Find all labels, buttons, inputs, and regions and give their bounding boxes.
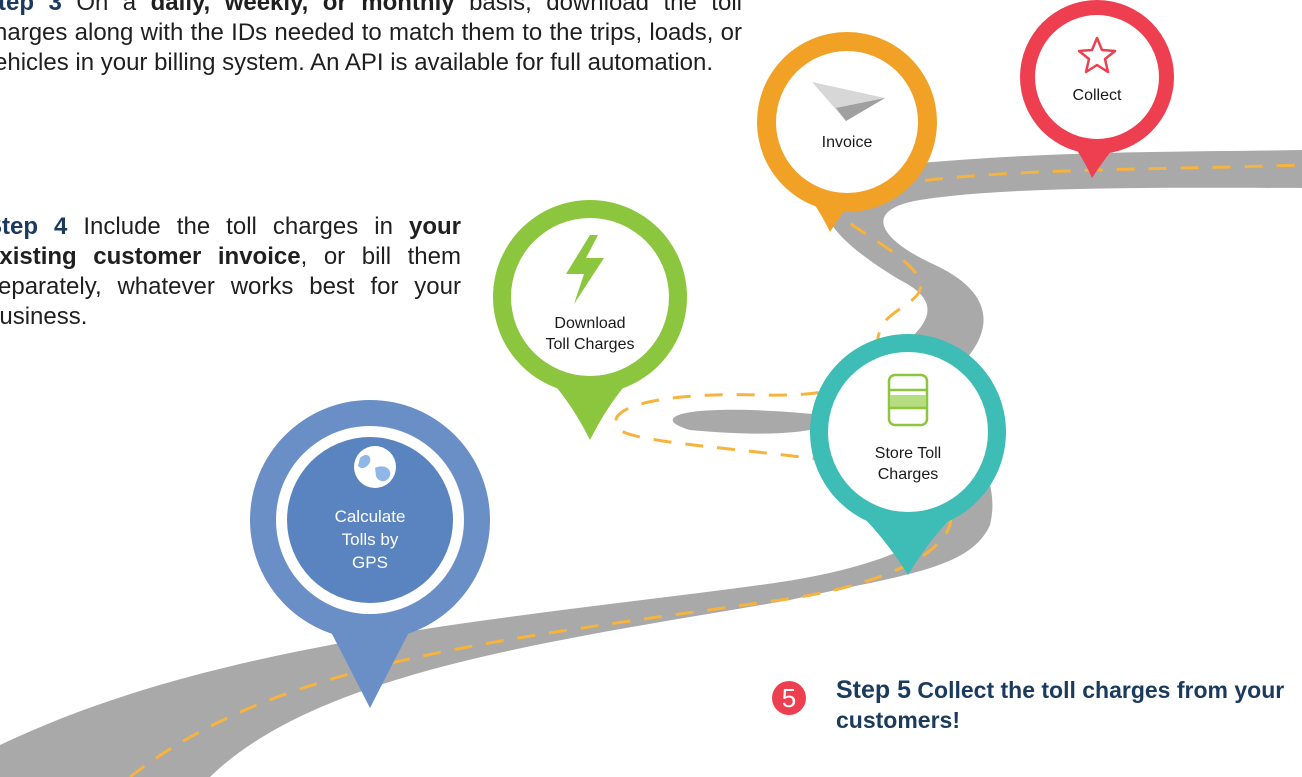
pin-download-toll-charges [493,200,687,440]
step5-label: Step 5 [836,676,912,704]
pin-store-toll-charges [810,334,1006,575]
pin-store-label: Store Toll Charges [848,443,968,485]
star-icon [1077,36,1117,74]
step3-label: Step 3 [0,0,62,16]
pin-collect-inner [1035,15,1159,139]
step4-paragraph: Step 4 Include the toll charges in your … [0,212,461,332]
pin-calculate-line1: Calculate [334,507,406,526]
pin-store-line2: Charges [877,466,939,483]
pin-invoice [757,32,937,232]
pin-invoice-line1: Invoice [821,134,873,151]
pin-calculate-line2: Tolls by [341,530,399,549]
pin-download-inner [511,218,669,376]
road [0,150,1302,777]
pin-collect-label: Collect [1052,85,1142,106]
step3-bold-text: daily, weekly, or monthly [150,0,455,16]
step5-number-badge: 5 [772,681,806,715]
pin-collect [1020,0,1174,178]
lightning-icon [566,235,604,304]
road-center-line [129,163,1302,777]
pin-calculate-label: Calculate Tolls by GPS [310,505,430,574]
pin-download-line1: Download [554,315,626,332]
paper-plane-icon [812,82,885,121]
pin-invoice-inner [776,51,918,193]
pin-download-line2: Toll Charges [545,336,635,353]
step4-label: Step 4 [0,213,68,240]
step5-heading: Step 5 Collect the toll charges from you… [836,675,1302,735]
step5-text: Collect the toll charges from your custo… [836,677,1285,733]
pin-calculate-inner [287,437,453,603]
step3-text-after: basis, download the toll charges along w… [0,0,742,76]
pin-collect-line1: Collect [1072,87,1122,104]
database-icon [887,373,929,427]
step3-paragraph: Step 3 On a daily, weekly, or monthly ba… [0,0,742,78]
pin-calculate-line3: GPS [352,553,388,572]
step3-text-before: On a [61,0,151,16]
pin-invoice-label: Invoice [797,132,897,153]
pin-store-line1: Store Toll [874,445,942,462]
step4-text-after: , or bill them separately, whatever work… [0,243,461,330]
pin-store-inner [828,352,988,512]
pin-download-label: Download Toll Charges [520,313,660,355]
road-surface [0,150,1302,777]
pin-calculate-tolls [250,400,490,708]
globe-icon [354,446,396,488]
step4-text-before: Include the toll charges in [67,213,409,240]
step4-bold-text: your existing customer invoice [0,213,461,270]
